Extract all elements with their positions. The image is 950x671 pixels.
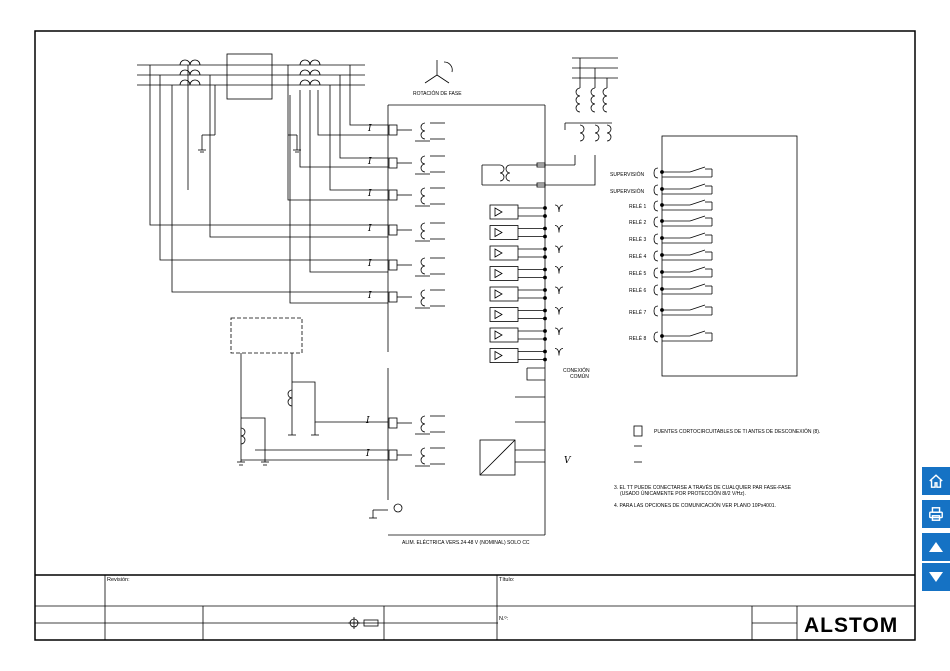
ct-input-block	[388, 222, 445, 242]
opto-input-block	[489, 225, 564, 240]
note-3-line-1: 3. EL TT PUEDE CONECTARSE A TRAVÉS DE CU…	[614, 484, 792, 491]
title-label: Título:	[499, 577, 515, 583]
common-connection-label: CONEXIÓN	[563, 367, 590, 374]
ct-input-block	[388, 447, 445, 467]
relay-contact	[653, 304, 713, 317]
current-symbol: I	[367, 224, 372, 234]
arrow-down-icon	[929, 572, 943, 582]
current-symbols: I I I I I I I I	[365, 124, 372, 459]
home-button[interactable]	[922, 467, 950, 495]
relay-label-7: RELÉ 7	[629, 309, 646, 316]
relay-contact	[653, 283, 713, 296]
brand-logo: ALSTOM	[804, 614, 898, 637]
relay-label-6: RELÉ 6	[629, 287, 646, 294]
current-symbol: I	[367, 124, 372, 134]
relay-label-8: RELÉ 8	[629, 335, 646, 342]
current-symbol: I	[367, 157, 372, 167]
wiring-diagram: ROTACIÓN DE FASE SUPERVISIÓN SUPERVISIÓN…	[34, 30, 916, 641]
opto-input-block	[489, 245, 564, 261]
supply-label: ALIM. ELÉCTRICA VERS.24-48 V (NOMINAL) S…	[402, 539, 530, 546]
print-button[interactable]	[922, 500, 950, 528]
legend-bridges: PUENTES CORTOCIRCUITABLES DE TI ANTES DE…	[654, 428, 820, 435]
current-symbol: I	[367, 259, 372, 269]
note-3-line-2: (USADO ÚNICAMENTE POR PROTECCIÓN 8I/2 V/…	[620, 490, 746, 497]
relay-contact	[653, 232, 713, 245]
opto-input-block	[489, 204, 564, 220]
relay-label-4: RELÉ 4	[629, 253, 646, 260]
relay-contact	[653, 199, 713, 212]
current-symbol: I	[367, 189, 372, 199]
number-label: N.º:	[499, 615, 509, 622]
current-symbol: I	[367, 291, 372, 301]
relay-contact	[653, 166, 713, 179]
ct-input-block	[388, 289, 445, 309]
relay-label-2: RELÉ 2	[629, 219, 646, 226]
scroll-up-button[interactable]	[922, 533, 950, 561]
relay-contact	[653, 215, 713, 228]
ct-input-block	[388, 187, 445, 207]
common-connection-label-2: COMÚN	[570, 373, 589, 380]
current-symbol: I	[365, 416, 370, 426]
relay-contact	[653, 183, 713, 196]
relay-label-5: RELÉ 5	[629, 270, 646, 277]
ct-input-block	[388, 257, 445, 277]
opto-input-block	[489, 286, 564, 302]
opto-input-block	[489, 266, 564, 281]
home-icon	[929, 474, 943, 488]
relay-labels: SUPERVISIÓN SUPERVISIÓN RELÉ 1 RELÉ 2 RE…	[610, 171, 646, 342]
opto-input-block	[489, 348, 564, 363]
supervision-label-2: SUPERVISIÓN	[610, 188, 644, 195]
arrow-up-icon	[929, 542, 943, 552]
supervision-label-1: SUPERVISIÓN	[610, 171, 644, 178]
phase-rotation-label: ROTACIÓN DE FASE	[413, 90, 462, 97]
opto-input-block	[489, 327, 564, 343]
scroll-down-button[interactable]	[922, 563, 950, 591]
opto-input-block	[489, 307, 564, 322]
ct-input-block	[388, 155, 445, 175]
ct-input-block	[388, 122, 445, 142]
print-icon	[929, 507, 943, 521]
sheet-border	[34, 30, 916, 641]
revision-label: Revisión:	[107, 577, 130, 583]
relay-contact	[653, 249, 713, 262]
ct-input-block	[388, 415, 445, 435]
voltage-symbol: V	[564, 456, 572, 466]
relay-label-1: RELÉ 1	[629, 203, 646, 210]
relay-label-3: RELÉ 3	[629, 236, 646, 243]
note-4: 4. PARA LAS OPCIONES DE COMUNICACIÓN VER…	[614, 502, 776, 509]
relay-contact	[653, 266, 713, 279]
current-symbol: I	[365, 449, 370, 459]
relay-contact	[653, 330, 713, 343]
